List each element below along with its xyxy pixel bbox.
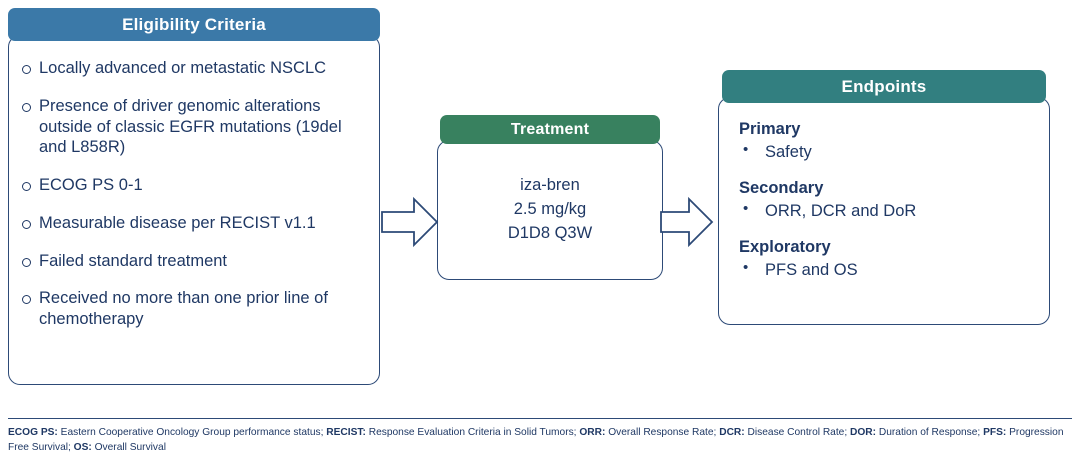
arrow-treatment-to-endpoints-icon [660,196,714,253]
abbreviation-term: ORR: [579,427,606,438]
eligibility-criteria-list: Locally advanced or metastatic NSCLC Pre… [19,58,365,330]
list-item: Failed standard treatment [19,251,365,272]
endpoint-group-label: Secondary [739,179,824,198]
abbreviation-term: PFS: [983,427,1007,438]
eligibility-criteria-title: Eligibility Criteria [122,14,266,34]
abbreviations-footnote: ECOG PS: Eastern Cooperative Oncology Gr… [8,418,1072,456]
eligibility-criteria-header: Eligibility Criteria [8,8,380,41]
list-item: ECOG PS 0-1 [19,175,365,196]
abbreviation-definition: Response Evaluation Criteria in Solid Tu… [365,427,580,438]
endpoints-panel: Primary Safety Secondary ORR, DCR and Do… [718,97,1050,325]
endpoint-group-exploratory: Exploratory PFS and OS [739,238,1035,281]
eligibility-criteria-panel: Locally advanced or metastatic NSCLC Pre… [8,35,380,385]
abbreviation-term: RECIST: [326,427,366,438]
list-item: ORR, DCR and DoR [739,199,1035,222]
endpoint-group-label: Primary [739,120,801,138]
list-item: PFS and OS [739,258,1035,281]
endpoint-group-primary: Primary Safety [739,120,1035,163]
endpoint-group-label: Exploratory [739,238,831,257]
treatment-drug-name: iza-bren [520,176,580,195]
treatment-schedule: D1D8 Q3W [507,223,593,242]
abbreviation-definition: Overall Survival [91,442,166,454]
abbreviation-term: OS: [73,442,92,454]
list-item: Presence of driver genomic alterations o… [19,96,365,158]
endpoints-title: Endpoints [841,76,927,96]
treatment-title: Treatment [510,120,590,138]
abbreviation-term: DCR: [719,427,745,438]
abbreviation-definition: Overall Response Rate; [605,427,720,438]
abbreviation-term: ECOG PS: [8,427,58,438]
list-item: Received no more than one prior line of … [19,288,365,330]
abbreviation-definition: Progression Free Survival; [8,427,1064,454]
abbreviation-term: DOR: [850,427,877,438]
treatment-header: Treatment [440,115,660,144]
endpoints-header: Endpoints [722,70,1046,103]
list-item: Measurable disease per RECIST v1.1 [19,213,365,234]
list-item: Locally advanced or metastatic NSCLC [19,58,365,79]
abbreviation-definition: Disease Control Rate; [744,427,851,438]
abbreviation-definition: Eastern Cooperative Oncology Group perfo… [57,427,327,438]
list-item: Safety [739,140,1035,163]
treatment-dose: 2.5 mg/kg [513,200,587,219]
treatment-regimen: iza-bren 2.5 mg/kg D1D8 Q3W [508,174,592,246]
arrow-eligibility-to-treatment-icon [381,196,439,253]
abbreviation-definition: Duration of Response; [876,427,984,438]
treatment-panel: iza-bren 2.5 mg/kg D1D8 Q3W [437,140,663,280]
endpoint-group-secondary: Secondary ORR, DCR and DoR [739,179,1035,222]
